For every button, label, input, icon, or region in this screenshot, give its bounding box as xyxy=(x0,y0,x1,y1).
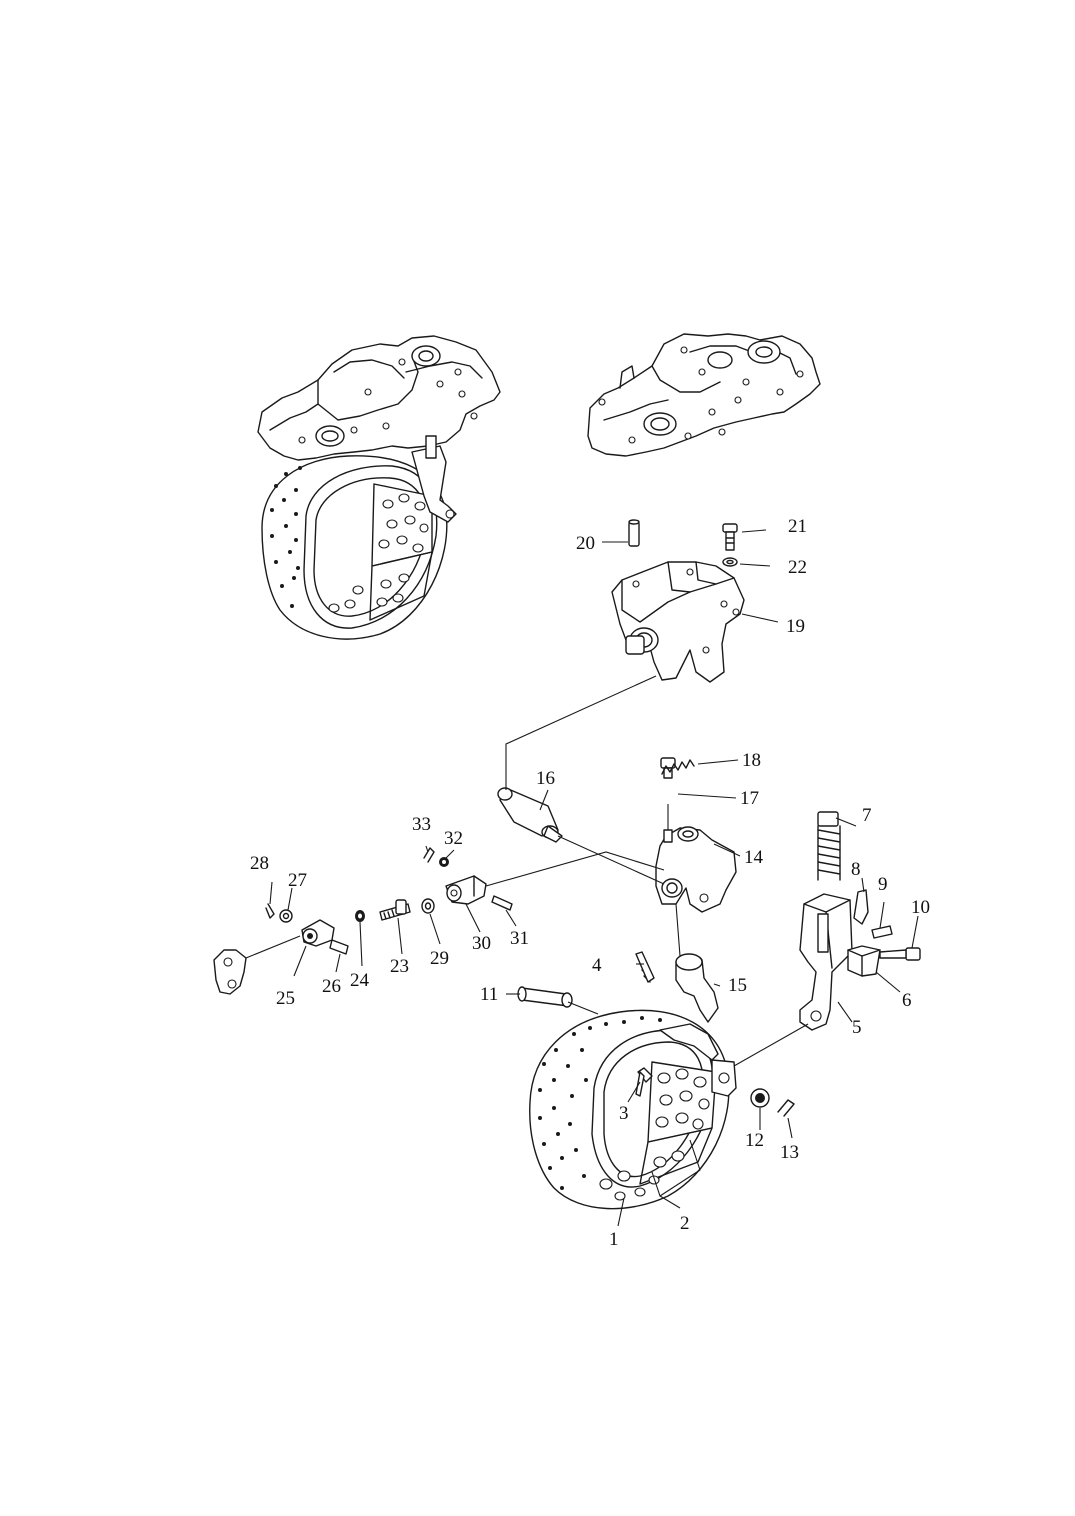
bolt-10 xyxy=(879,947,921,961)
callout-7: 7 xyxy=(862,805,872,826)
callout-31: 31 xyxy=(510,928,529,949)
left-brake-housing-assembly xyxy=(257,335,501,640)
spring-pin-4 xyxy=(635,951,655,983)
block-6 xyxy=(847,945,881,977)
callout-2: 2 xyxy=(680,1213,690,1234)
callout-9: 9 xyxy=(878,874,888,895)
pin-9 xyxy=(871,925,893,939)
callout-leaders xyxy=(269,529,919,1227)
callout-33: 33 xyxy=(412,814,431,835)
callout-32: 32 xyxy=(444,828,463,849)
callout-5: 5 xyxy=(852,1017,862,1038)
callout-29: 29 xyxy=(430,948,449,969)
cam-15 xyxy=(675,953,719,1023)
callout-20: 20 xyxy=(576,533,595,554)
assembly-lines xyxy=(245,675,809,1067)
callout-numbers: 1 2 3 4 5 6 7 8 9 10 11 12 13 14 15 16 1… xyxy=(250,516,930,1250)
callout-13: 13 xyxy=(780,1142,799,1163)
clevis-8 xyxy=(853,889,869,925)
cotter-pin-33 xyxy=(423,847,435,863)
right-band-holes xyxy=(538,1016,662,1190)
cotter-pin-13 xyxy=(777,1099,795,1117)
bracket-19 xyxy=(611,561,745,683)
callout-28: 28 xyxy=(250,853,269,874)
callout-12: 12 xyxy=(745,1130,764,1151)
shaft-16 xyxy=(497,787,563,843)
clevis-25 xyxy=(301,919,335,947)
callout-25: 25 xyxy=(276,988,295,1009)
callout-18: 18 xyxy=(742,750,761,771)
callout-19: 19 xyxy=(786,616,805,637)
washer-27 xyxy=(279,909,293,923)
callout-11: 11 xyxy=(480,984,498,1005)
callout-22: 22 xyxy=(788,557,807,578)
callout-1: 1 xyxy=(609,1229,619,1250)
left-lining-pattern xyxy=(328,493,429,613)
dowel-pin-20 xyxy=(628,519,640,547)
callout-26: 26 xyxy=(322,976,341,997)
callout-17: 17 xyxy=(740,788,759,809)
washer-22 xyxy=(722,557,738,567)
callout-10: 10 xyxy=(911,897,930,918)
lever-14 xyxy=(655,826,737,913)
nut-32 xyxy=(439,857,449,867)
callout-27: 27 xyxy=(288,870,307,891)
washer-12 xyxy=(750,1088,770,1108)
right-brake-housing-cover xyxy=(587,333,821,457)
callout-4: 4 xyxy=(592,955,602,976)
brake-band-1 xyxy=(529,1009,737,1210)
nut-24 xyxy=(355,910,365,922)
callout-15: 15 xyxy=(728,975,747,996)
adjusting-bolt-23 xyxy=(379,899,411,921)
right-lining-pattern xyxy=(599,1068,710,1201)
cotter-pin-28 xyxy=(265,903,275,919)
spring-7 xyxy=(817,811,841,881)
clevis-30 xyxy=(445,875,487,905)
pin-11 xyxy=(517,986,573,1008)
callout-21: 21 xyxy=(788,516,807,537)
callout-14: 14 xyxy=(744,847,764,868)
spring-pin-3 xyxy=(635,1067,653,1097)
callout-8: 8 xyxy=(851,859,861,880)
callout-24: 24 xyxy=(350,970,370,991)
pin-31 xyxy=(491,895,513,911)
left-band-holes xyxy=(270,466,302,608)
callout-6: 6 xyxy=(902,990,912,1011)
lever-left-end xyxy=(213,949,247,995)
callout-23: 23 xyxy=(390,956,409,977)
callout-30: 30 xyxy=(472,933,491,954)
spring-18 xyxy=(661,759,695,775)
callout-3: 3 xyxy=(619,1103,629,1124)
callout-16: 16 xyxy=(536,768,555,789)
rod-5 xyxy=(799,893,853,1031)
pin-26 xyxy=(329,939,349,955)
bolt-21 xyxy=(722,523,738,551)
nut-29 xyxy=(421,898,435,914)
